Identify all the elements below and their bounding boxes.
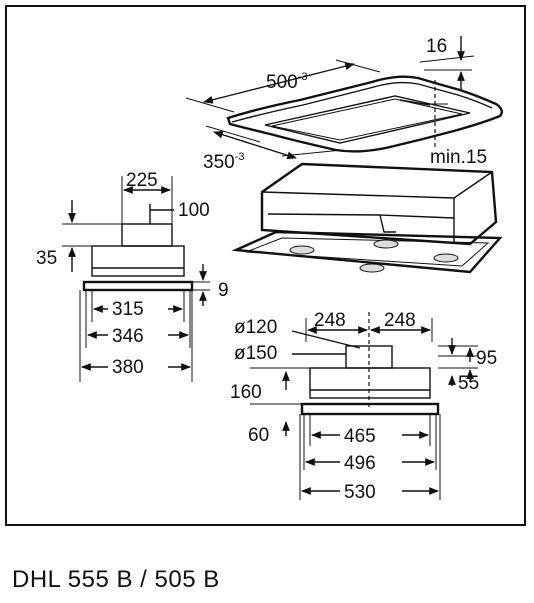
edge-16-label: 16: [426, 36, 447, 57]
front-95-label: 95: [476, 348, 497, 369]
front-55-label: 55: [458, 373, 479, 394]
model-label: DHL 555 B / 505 B: [12, 566, 220, 593]
front-body: [309, 367, 431, 399]
side-body: [91, 245, 185, 277]
front-496-label: 496: [344, 453, 376, 474]
ceiling-slab-outline: [226, 75, 503, 153]
front-dia120-label: ø120: [234, 317, 277, 338]
front-60-label: 60: [248, 425, 269, 446]
side-9-label: 9: [218, 280, 229, 301]
hood-body-outline: [260, 162, 498, 246]
width-500-label: 500-3: [266, 71, 307, 93]
front-panel: [300, 402, 440, 416]
front-dia150-label: ø150: [234, 343, 277, 364]
side-view: 225 100 35 9 315 346 380: [36, 170, 229, 382]
side-panel: [82, 280, 194, 292]
hood-perspective: [231, 162, 503, 274]
ceiling-cutout-view: 500-3 350-3 16 min.15: [185, 36, 503, 173]
front-248-right-label: 248: [384, 310, 416, 331]
front-248-left-label: 248: [314, 310, 346, 331]
front-465-label: 465: [344, 426, 376, 447]
front-530-label: 530: [344, 482, 376, 503]
drawing-frame: [5, 5, 526, 526]
side-chimney: [121, 223, 173, 247]
cutout-outline: [264, 95, 471, 144]
side-225-label: 225: [126, 170, 158, 191]
filter-panel: [231, 230, 503, 274]
depth-350-label: 350-3: [203, 151, 244, 173]
min-15-label: min.15: [430, 147, 487, 168]
front-view: 248 248 ø120 ø150 160 60 95 55: [230, 310, 497, 503]
side-315-label: 315: [112, 299, 144, 320]
front-160-label: 160: [230, 382, 262, 403]
side-380-label: 380: [112, 357, 144, 378]
side-35-label: 35: [36, 248, 57, 269]
side-100-label: 100: [178, 200, 210, 221]
side-346-label: 346: [112, 326, 144, 347]
